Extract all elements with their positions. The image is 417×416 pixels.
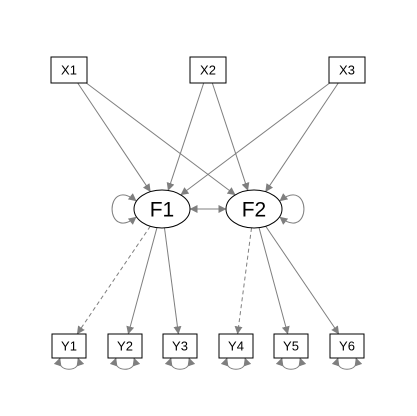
self-loop-y3 (164, 357, 196, 370)
self-loop-y6 (331, 357, 363, 370)
node-x2: X2 (189, 56, 227, 84)
node-f1: F1 (133, 189, 191, 229)
self-loop-y1 (53, 357, 85, 370)
node-label-y1: Y1 (61, 339, 77, 354)
self-loops-layer (53, 193, 363, 370)
self-loop-y4 (220, 357, 252, 370)
node-y2: Y2 (107, 333, 143, 359)
edge-x1-f1 (77, 82, 151, 193)
node-y6: Y6 (329, 333, 365, 359)
node-label-f2: F2 (242, 199, 267, 222)
node-x1: X1 (50, 56, 88, 84)
edge-f2-y4 (234, 227, 253, 335)
edge-f1-y1 (76, 225, 151, 335)
edge-f1-y2 (126, 227, 158, 335)
edge-x2-f2 (211, 82, 250, 191)
edges-layer (76, 82, 340, 335)
edge-f1-y3 (163, 227, 182, 335)
node-y4: Y4 (218, 333, 254, 359)
node-label-f1: F1 (150, 199, 175, 222)
node-y3: Y3 (162, 333, 198, 359)
edge-f2-y6 (265, 225, 340, 335)
node-label-x3: X3 (339, 63, 355, 78)
node-label-y2: Y2 (117, 339, 133, 354)
edge-x2-f1 (166, 82, 205, 191)
node-x3: X3 (328, 56, 366, 84)
edge-x3-f1 (180, 82, 330, 196)
node-f2: F2 (225, 189, 283, 229)
node-label-y3: Y3 (172, 339, 188, 354)
edge-x1-f2 (86, 82, 236, 196)
node-label-x2: X2 (200, 63, 216, 78)
self-loop-y5 (275, 357, 307, 370)
self-loop-y2 (109, 357, 141, 370)
edge-f2-y5 (258, 227, 290, 335)
edge-x3-f2 (265, 82, 339, 193)
node-y5: Y5 (273, 333, 309, 359)
node-label-x1: X1 (61, 63, 77, 78)
node-label-y6: Y6 (339, 339, 355, 354)
node-y1: Y1 (51, 333, 87, 359)
node-label-y5: Y5 (283, 339, 299, 354)
self-loop-f2 (279, 193, 305, 225)
node-label-y4: Y4 (228, 339, 244, 354)
self-loop-f1 (111, 193, 137, 225)
